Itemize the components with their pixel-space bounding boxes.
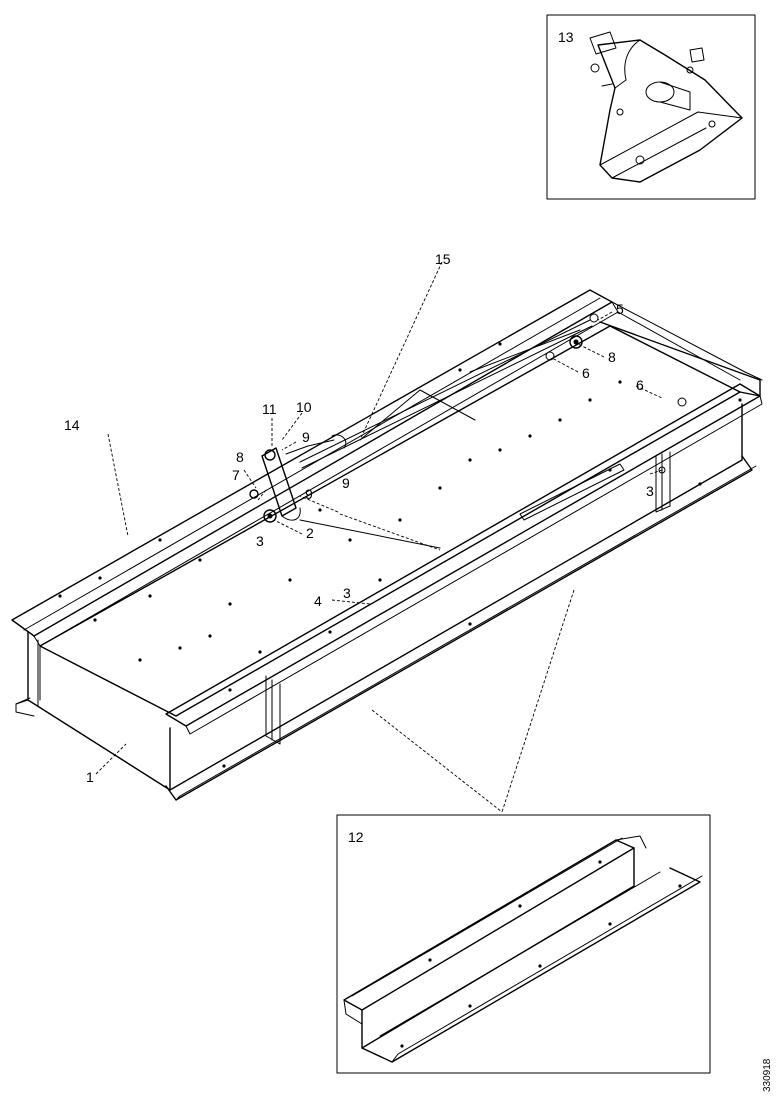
callout-6a: 6: [582, 365, 590, 381]
callout-10: 10: [296, 399, 312, 415]
deck-plate: [39, 325, 741, 717]
leader-lines: [95, 261, 663, 813]
callout-9a: 9: [302, 429, 310, 445]
callout-8b: 8: [608, 349, 616, 365]
callout-8a: 8: [236, 449, 244, 465]
callout-3a: 3: [256, 533, 264, 549]
callout-9b: 9: [342, 475, 350, 491]
callout-11: 11: [262, 401, 277, 417]
figure-id: 330918: [762, 1058, 773, 1092]
detail-12-rail: [343, 835, 703, 1063]
main-frame-assembly: [11, 289, 763, 801]
callout-14: 14: [64, 417, 80, 433]
callout-15: 15: [435, 251, 451, 267]
stiffener-front: [265, 675, 281, 745]
callout-6b: 6: [636, 377, 644, 393]
deck-holes: [58, 342, 742, 768]
detail-12-frame: [336, 814, 711, 1074]
front-top-flange: [165, 383, 761, 727]
detail-12-inset: 12: [336, 814, 711, 1074]
rod-15: [299, 319, 593, 469]
end-wall: [27, 631, 171, 791]
callout-labels: 15 5 8 6 6 14 11 10 9 9 7 8 3 2 4 3 3 9 …: [64, 251, 654, 785]
detail-13-inset: 13: [546, 14, 756, 200]
callout-2: 2: [306, 525, 314, 541]
callout-4: 4: [314, 593, 322, 609]
lever-bracket: [261, 434, 347, 521]
callout-9c: 9: [305, 486, 313, 502]
callout-3b: 3: [343, 585, 351, 601]
callout-3c: 3: [646, 483, 654, 499]
detail-13-bracket: [589, 31, 743, 183]
front-side-wall: [169, 403, 743, 791]
fasteners: [249, 313, 687, 523]
callout-1: 1: [86, 769, 94, 785]
callout-13: 13: [558, 29, 574, 45]
callout-5: 5: [616, 301, 624, 317]
callout-12: 12: [348, 829, 364, 845]
stiffener-rear: [655, 451, 671, 513]
detail-13-frame: [546, 14, 756, 200]
callout-7: 7: [232, 467, 240, 483]
